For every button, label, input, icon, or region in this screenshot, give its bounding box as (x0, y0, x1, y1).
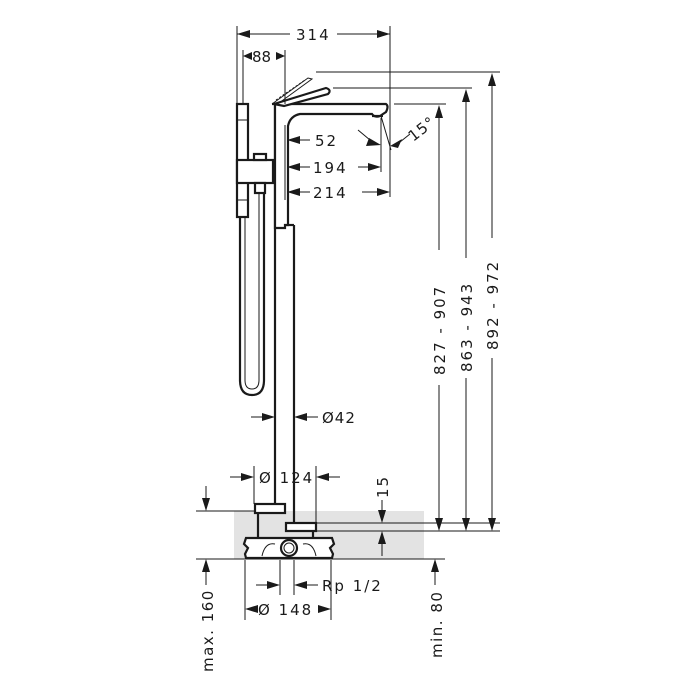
dim-column-diameter: Ø42 (251, 409, 356, 427)
dim-spout-reach: 52 194 214 (284, 118, 390, 202)
label-88: 88 (252, 48, 271, 66)
label-194: 194 (313, 159, 348, 177)
dim-left-top-arrow (202, 486, 210, 511)
label-d42: Ø42 (322, 409, 356, 427)
label-863-943: 863 - 943 (458, 282, 476, 372)
label-min-80: min. 80 (428, 591, 446, 658)
hand-shower (235, 102, 275, 397)
lever-handle (271, 77, 331, 108)
label-rp12: Rp 1/2 (322, 577, 383, 595)
dim-max-depth: max. 160 (199, 559, 217, 672)
dim-overall-width: 314 (236, 26, 391, 197)
label-214: 214 (313, 184, 348, 202)
dim-height-top: 892 - 972 (484, 73, 502, 531)
label-827-907: 827 - 907 (431, 285, 449, 375)
dim-base-diameter: Ø 124 (230, 466, 340, 523)
dim-min-depth: min. 80 (428, 559, 446, 658)
label-max-160: max. 160 (199, 589, 217, 672)
label-d124: Ø 124 (259, 469, 314, 487)
rough-in-box (242, 536, 336, 560)
label-314: 314 (296, 26, 331, 44)
label-52: 52 (315, 132, 338, 150)
dim-cover-height: 15 (374, 475, 392, 556)
dim-hand-shower-offset: 88 (242, 48, 286, 104)
dim-box-diameter: Ø 148 (244, 560, 332, 620)
base-cover (253, 502, 318, 538)
dim-height-spout: 827 - 907 (431, 105, 449, 531)
label-892-972: 892 - 972 (484, 260, 502, 350)
dim-height-handle: 863 - 943 (458, 89, 476, 531)
faucet-column (272, 102, 389, 523)
label-15deg: 15° (405, 113, 439, 145)
label-d148: Ø 148 (258, 601, 313, 619)
label-15: 15 (374, 475, 392, 498)
dim-connection: Rp 1/2 (256, 560, 383, 595)
